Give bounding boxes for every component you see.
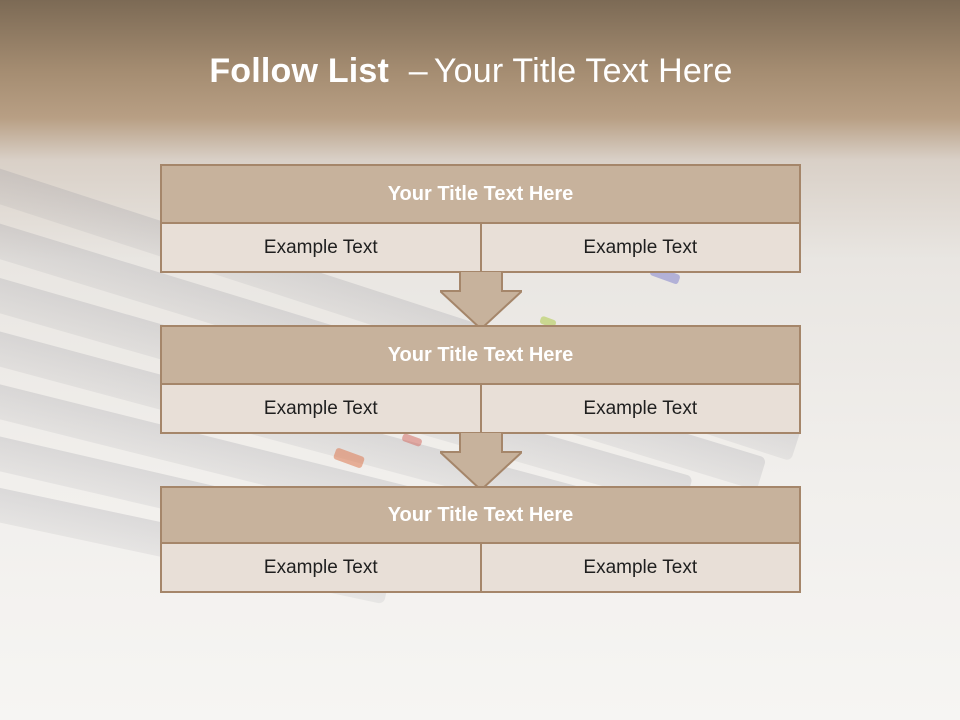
list-block-1: Your Title Text Here Example Text Exampl… <box>160 164 801 273</box>
down-arrow-icon <box>440 271 522 329</box>
list-block-title: Your Title Text Here <box>162 166 799 224</box>
list-block-cell-left: Example Text <box>162 224 480 271</box>
slide-title: Follow List –Your Title Text Here <box>0 52 942 91</box>
list-block-title: Your Title Text Here <box>162 327 799 385</box>
list-block-title: Your Title Text Here <box>162 488 799 544</box>
slide-title-rest: Your Title Text Here <box>433 52 733 90</box>
slide-title-bold: Follow List <box>209 52 390 90</box>
list-block-3: Your Title Text Here Example Text Exampl… <box>160 486 801 593</box>
list-block-cell-left: Example Text <box>162 385 480 432</box>
list-block-cell-left: Example Text <box>162 544 480 591</box>
list-block-row: Example Text Example Text <box>162 385 799 432</box>
list-block-row: Example Text Example Text <box>162 544 799 591</box>
list-block-cell-right: Example Text <box>479 544 799 591</box>
list-block-row: Example Text Example Text <box>162 224 799 271</box>
down-arrow-icon <box>440 432 522 490</box>
list-block-cell-right: Example Text <box>479 224 799 271</box>
slide-title-dash: – <box>408 52 428 90</box>
list-block-cell-right: Example Text <box>479 385 799 432</box>
list-block-2: Your Title Text Here Example Text Exampl… <box>160 325 801 434</box>
